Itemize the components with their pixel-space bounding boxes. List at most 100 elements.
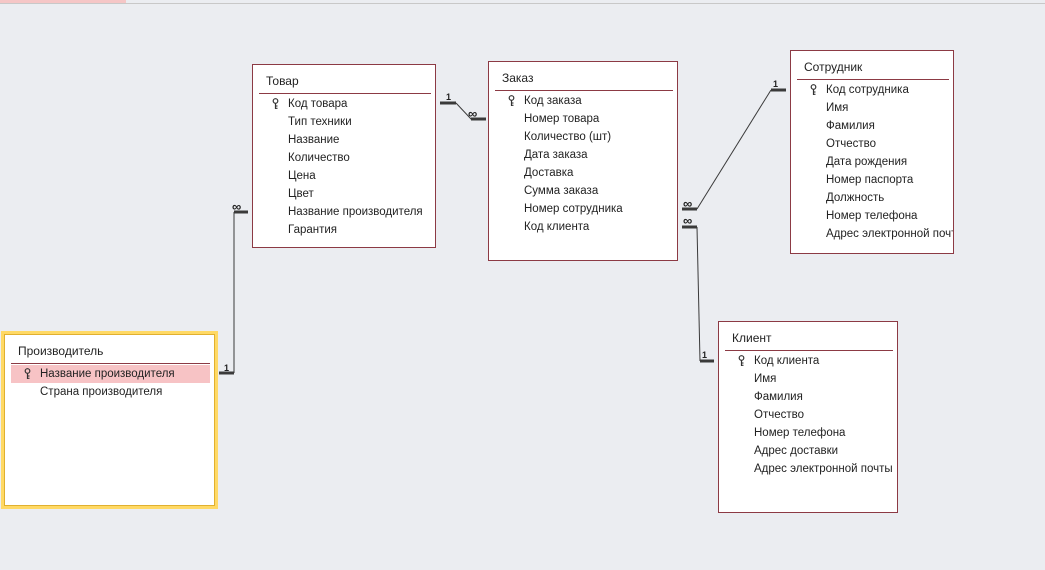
field-row[interactable]: Цвет bbox=[253, 185, 435, 203]
field-row[interactable]: Номер телефона bbox=[791, 207, 953, 225]
cardinality-many: ∞ bbox=[468, 106, 477, 121]
cardinality-one: 1 bbox=[446, 92, 451, 102]
title-separator bbox=[495, 90, 673, 91]
field-label: Номер товара bbox=[524, 113, 600, 125]
field-row[interactable]: Номер телефона bbox=[719, 424, 897, 442]
field-row[interactable]: Отчество bbox=[719, 406, 897, 424]
field-label: Должность bbox=[826, 192, 885, 204]
primary-key-field[interactable]: Код заказа bbox=[489, 92, 677, 110]
rel-tovar-zakaz[interactable] bbox=[440, 101, 486, 121]
table-title: Товар bbox=[266, 74, 299, 88]
field-row[interactable]: Фамилия bbox=[719, 388, 897, 406]
field-row[interactable]: Гарантия bbox=[253, 221, 435, 239]
primary-key-icon bbox=[272, 98, 279, 110]
field-row[interactable]: Фамилия bbox=[791, 117, 953, 135]
field-label: Страна производителя bbox=[40, 386, 163, 398]
primary-key-icon bbox=[738, 355, 745, 367]
table-title: Сотрудник bbox=[804, 60, 863, 74]
field-label: Адрес электронной почты bbox=[754, 463, 893, 475]
field-row[interactable]: Отчество bbox=[791, 135, 953, 153]
field-label: Номер паспорта bbox=[826, 174, 914, 186]
field-label: Отчество bbox=[754, 409, 804, 421]
field-label: Тип техники bbox=[288, 116, 352, 128]
field-label: Адрес электронной почты bbox=[826, 228, 954, 240]
field-label: Фамилия bbox=[826, 120, 875, 132]
rel-zakaz-sotrudnik[interactable] bbox=[682, 88, 786, 211]
field-label: Код заказа bbox=[524, 95, 582, 107]
field-label: Количество bbox=[288, 152, 350, 164]
field-row[interactable]: Имя bbox=[791, 99, 953, 117]
primary-key-field[interactable]: Код сотрудника bbox=[791, 81, 953, 99]
field-row[interactable]: Номер товара bbox=[489, 110, 677, 128]
field-label: Отчество bbox=[826, 138, 876, 150]
field-label: Название производителя bbox=[288, 206, 423, 218]
table-title: Производитель bbox=[18, 344, 104, 358]
field-label: Количество (шт) bbox=[524, 131, 612, 143]
field-label: Номер телефона bbox=[826, 210, 918, 222]
field-row[interactable]: Цена bbox=[253, 167, 435, 185]
table-title: Клиент bbox=[732, 331, 772, 345]
cardinality-one: 1 bbox=[702, 350, 707, 360]
field-row[interactable]: Количество (шт) bbox=[489, 128, 677, 146]
field-row[interactable]: Сумма заказа bbox=[489, 182, 677, 200]
field-label: Цена bbox=[288, 170, 316, 182]
top-bar bbox=[0, 0, 1045, 4]
field-row[interactable]: Доставка bbox=[489, 164, 677, 182]
rel-zakaz-klient[interactable] bbox=[682, 225, 714, 363]
field-label: Имя bbox=[754, 373, 777, 385]
active-tab-strip[interactable] bbox=[0, 0, 126, 3]
field-row[interactable]: Код клиента bbox=[489, 218, 677, 236]
field-label: Код сотрудника bbox=[826, 84, 909, 96]
primary-key-icon bbox=[810, 84, 817, 96]
field-row[interactable]: Должность bbox=[791, 189, 953, 207]
field-label: Доставка bbox=[524, 167, 574, 179]
rel-proizvoditel-tovar[interactable] bbox=[219, 210, 248, 375]
field-row[interactable]: Тип техники bbox=[253, 113, 435, 131]
field-label: Код товара bbox=[288, 98, 348, 110]
cardinality-many: ∞ bbox=[232, 199, 241, 214]
cardinality-many: ∞ bbox=[683, 196, 692, 211]
title-separator bbox=[259, 93, 431, 94]
primary-key-field[interactable]: Название производителя bbox=[11, 365, 210, 383]
title-separator bbox=[797, 79, 949, 80]
field-label: Имя bbox=[826, 102, 849, 114]
field-row[interactable]: Имя bbox=[719, 370, 897, 388]
field-label: Номер сотрудника bbox=[524, 203, 623, 215]
title-separator bbox=[725, 350, 893, 351]
field-label: Номер телефона bbox=[754, 427, 846, 439]
field-row[interactable]: Название производителя bbox=[253, 203, 435, 221]
field-row[interactable]: Название bbox=[253, 131, 435, 149]
field-label: Дата заказа bbox=[524, 149, 588, 161]
field-label: Сумма заказа bbox=[524, 185, 599, 197]
field-row[interactable]: Адрес электронной почты bbox=[719, 460, 897, 478]
field-row[interactable]: Номер сотрудника bbox=[489, 200, 677, 218]
field-label: Код клиента bbox=[524, 221, 590, 233]
primary-key-field[interactable]: Код товара bbox=[253, 95, 435, 113]
field-label: Название bbox=[288, 134, 340, 146]
field-row[interactable]: Номер паспорта bbox=[791, 171, 953, 189]
field-row[interactable]: Количество bbox=[253, 149, 435, 167]
field-row[interactable]: Дата заказа bbox=[489, 146, 677, 164]
field-label: Адрес доставки bbox=[754, 445, 839, 457]
primary-key-field[interactable]: Код клиента bbox=[719, 352, 897, 370]
field-row[interactable]: Адрес доставки bbox=[719, 442, 897, 460]
field-row[interactable]: Страна производителя bbox=[5, 383, 214, 401]
field-label: Фамилия bbox=[754, 391, 803, 403]
primary-key-icon bbox=[508, 95, 515, 107]
field-row[interactable]: Адрес электронной почты bbox=[791, 225, 953, 243]
field-label: Название производителя bbox=[40, 368, 175, 380]
cardinality-one: 1 bbox=[224, 363, 229, 373]
cardinality-one: 1 bbox=[773, 79, 778, 89]
table-title: Заказ bbox=[502, 71, 534, 85]
field-row[interactable]: Дата рождения bbox=[791, 153, 953, 171]
